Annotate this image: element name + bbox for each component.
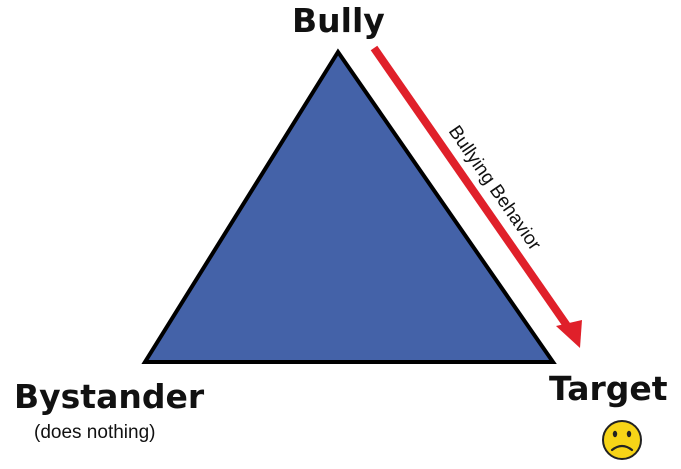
arrow-head	[556, 320, 582, 348]
arrow-shaft	[370, 45, 574, 333]
sad-face-icon	[602, 420, 642, 460]
bully-label: Bully	[292, 1, 385, 40]
bullying-behavior-arrow	[370, 45, 582, 348]
triangle	[141, 48, 557, 364]
bystander-note: (does nothing)	[34, 422, 155, 443]
bystander-label: Bystander	[14, 377, 205, 416]
target-label: Target	[549, 369, 668, 408]
